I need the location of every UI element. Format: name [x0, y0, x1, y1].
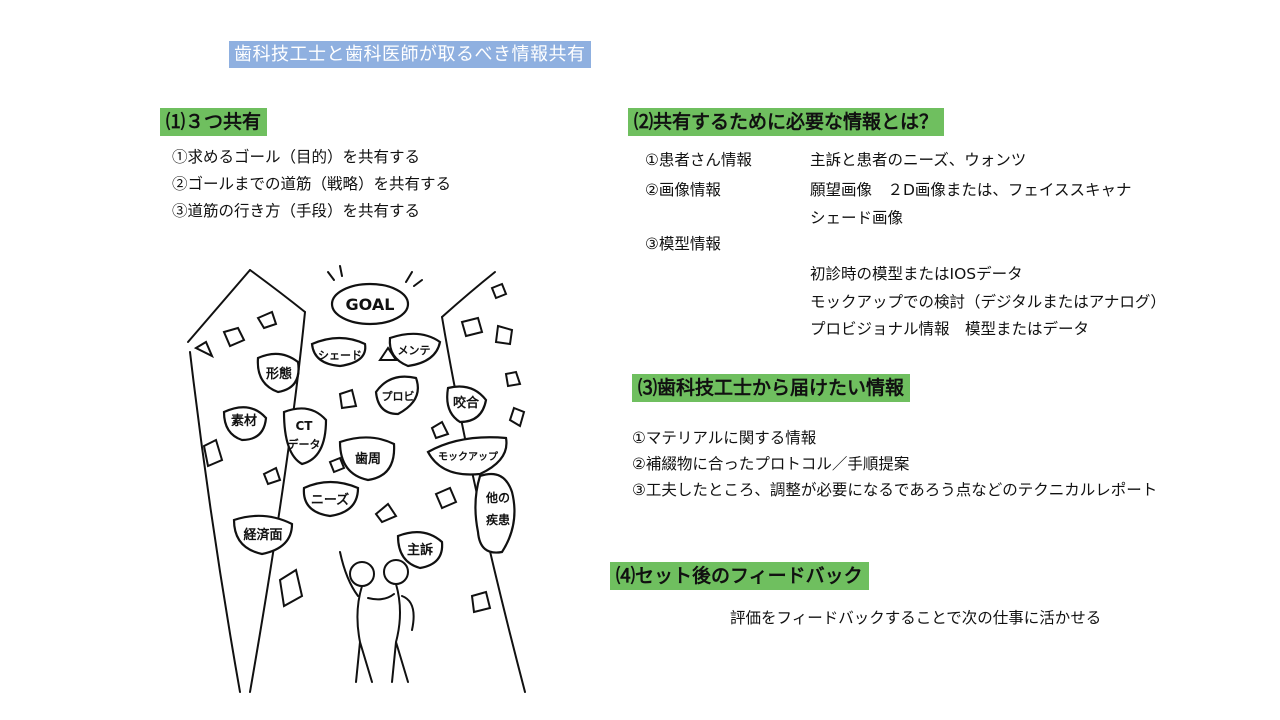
section1-heading: ⑴３つ共有 — [160, 108, 268, 136]
section2-value: 願望画像 ２D画像または、フェイススキャナ — [810, 181, 1132, 199]
goal-rock — [330, 282, 410, 326]
section1-item: ③道筋の行き方（手段）を共有する — [172, 202, 421, 220]
mockup-rock — [426, 436, 508, 476]
section2-value: 主訴と患者のニーズ、ウォンツ — [810, 151, 1027, 169]
other-label-1: 他の — [485, 490, 510, 505]
provi-rock — [374, 375, 419, 416]
section3-heading: ⑶歯科技工士から届けたい情報 — [632, 374, 911, 402]
section2-value: モックアップでの検討（デジタルまたはアナログ） — [810, 293, 1166, 311]
section2-heading: ⑵共有するために必要な情報とは？ — [628, 108, 945, 136]
section2-value: 初診時の模型またはIOSデータ — [810, 265, 1023, 283]
sozai-label: 素材 — [231, 413, 257, 429]
shuso-label: 主訴 — [407, 542, 433, 558]
section3-item: ③工夫したところ、調整が必要になるであろう点などのテクニカルレポート — [632, 481, 1158, 499]
shishu-rock — [338, 436, 396, 482]
section1-item: ①求めるゴール（目的）を共有する — [172, 148, 421, 166]
sozai-rock — [222, 406, 268, 442]
needs-label: ニーズ — [311, 492, 349, 508]
section2-label: ②画像情報 — [645, 181, 721, 199]
other-rock — [474, 472, 516, 554]
provi-label: プロビ — [382, 389, 415, 403]
kougou-rock — [446, 385, 488, 424]
section3-item: ①マテリアルに関する情報 — [632, 429, 817, 447]
other-label-2: 疾患 — [486, 512, 510, 527]
ct-rock — [282, 407, 328, 466]
page-title: 歯科技工士と歯科医師が取るべき情報共有 — [229, 41, 591, 68]
section2-value: プロビジョナル情報 模型またはデータ — [810, 320, 1090, 338]
shade-rock — [310, 336, 367, 368]
ct-label-2: データ — [288, 437, 321, 451]
needs-rock — [302, 480, 360, 518]
section4-heading: ⑷セット後のフィードバック — [610, 562, 869, 590]
section2-label: ①患者さん情報 — [645, 151, 752, 169]
section2-label: ③模型情報 — [645, 235, 721, 253]
shade-label: シェード — [318, 349, 362, 362]
ct-label-1: CT — [296, 419, 314, 433]
shuso-rock — [396, 531, 444, 570]
section2-value: シェード画像 — [810, 209, 904, 227]
section4-text: 評価をフィードバックすることで次の仕事に活かせる — [730, 609, 1102, 627]
mockup-label: モックアップ — [438, 450, 499, 463]
keitai-rock — [256, 352, 300, 394]
section1-item: ②ゴールまでの道筋（戦略）を共有する — [172, 175, 452, 193]
kougou-label: 咬合 — [453, 395, 480, 411]
keitai-label: 形態 — [266, 366, 292, 382]
shishu-label: 歯周 — [355, 451, 381, 467]
climbing-wall-illustration: GOAL シェード メンテ 形態 プロビ 咬合 素材 CT データ 歯周 モック… — [187, 265, 526, 693]
goal-label: GOAL — [346, 295, 395, 314]
keizai-label: 経済面 — [243, 527, 282, 543]
section3-item: ②補綴物に合ったプロトコル／手順提案 — [632, 455, 910, 473]
keizai-rock — [232, 514, 294, 556]
mainte-label: メンテ — [398, 344, 431, 357]
